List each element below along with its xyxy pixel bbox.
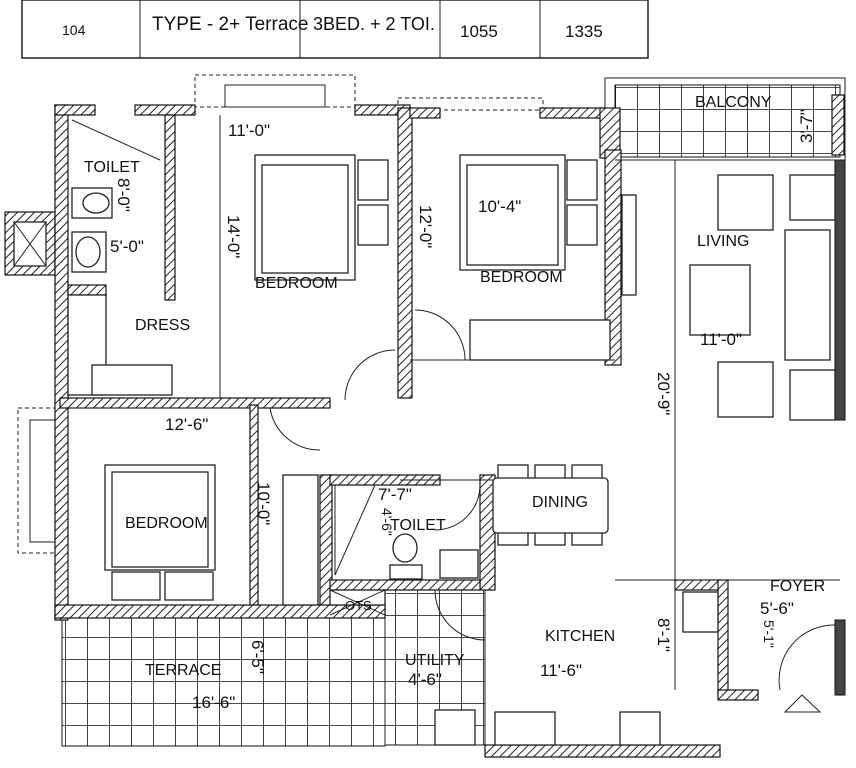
dim-toilet-1-width: 5'-0": [110, 237, 144, 256]
label-living: LIVING: [697, 233, 749, 250]
label-terrace: TERRACE: [145, 662, 221, 679]
dim-kitchen-length: 8'-1": [654, 618, 673, 652]
dim-bedroom-1-length: 14'-0": [224, 215, 243, 258]
label-dress: DRESS: [135, 317, 190, 334]
dim-foyer-width: 5'-6": [760, 599, 794, 618]
dim-kitchen-width: 11'-6": [540, 661, 582, 680]
label-foyer: FOYER: [770, 578, 825, 595]
label-bedroom-3: BEDROOM: [125, 515, 208, 532]
unit-type: TYPE - 2+ Terrace: [152, 14, 308, 35]
label-balcony: BALCONY: [695, 94, 772, 111]
living-furniture: [621, 174, 836, 421]
label-toilet-1: TOILET: [84, 159, 140, 176]
dim-bedroom-3-width: 12'-6": [165, 415, 208, 434]
unit-info-table: 104 TYPE - 2+ Terrace 3BED. + 2 TOI. 105…: [21, 0, 649, 59]
balcony-floor: [614, 84, 841, 158]
dim-toilet-2-width: 7'-7": [378, 485, 412, 504]
dim-living-width: 11'-0": [700, 330, 742, 349]
dim-toilet-1-length: 8'-0": [114, 178, 133, 212]
dim-terrace-width: 16'-6": [192, 693, 235, 712]
label-utility: UTILITY: [405, 652, 465, 669]
super-area: 1335: [565, 22, 603, 41]
dim-bedroom-2-width: 10'-4": [478, 197, 521, 216]
dim-bedroom-1-width: 11'-0": [228, 121, 270, 140]
dim-bedroom-3-length: 10'-0": [254, 482, 273, 525]
terrace-floor: [61, 617, 386, 747]
label-bedroom-1: BEDROOM: [255, 275, 338, 292]
dim-utility-width: 4'-6": [408, 670, 442, 689]
label-toilet-2: TOILET: [390, 517, 446, 534]
dim-living-length: 20'-9": [654, 372, 673, 415]
label-bedroom-2: BEDROOM: [480, 269, 563, 286]
dim-bedroom-2-length: 12'-0": [416, 205, 435, 248]
unit-number: 104: [62, 22, 86, 38]
dim-toilet-2-length: 4'-6": [379, 508, 395, 536]
bed: [104, 154, 598, 601]
dim-foyer-length: 5'-1": [761, 620, 777, 648]
unit-config: 3BED. + 2 TOI.: [313, 14, 435, 34]
label-ots: OTS: [345, 598, 372, 613]
walls: [54, 94, 846, 758]
carpet-area: 1055: [460, 22, 498, 41]
label-kitchen: KITCHEN: [545, 628, 615, 645]
dim-balcony-depth: 3'-7": [797, 109, 816, 143]
label-dining: DINING: [532, 494, 588, 511]
dim-terrace-depth: 6'-5": [248, 640, 267, 674]
wardrobe: [67, 294, 611, 606]
dining-table: [492, 464, 609, 546]
